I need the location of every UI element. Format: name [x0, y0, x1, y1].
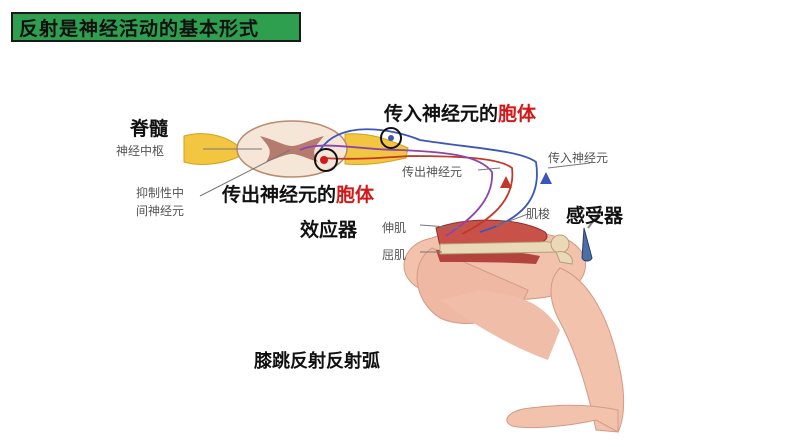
diagram-caption: 膝跳反射反射弧	[254, 351, 380, 372]
foot	[506, 404, 619, 433]
afferent-neuron-label: 传入神经元	[548, 151, 609, 165]
efferent-body-marker	[314, 148, 338, 172]
afferent-body-marker	[380, 127, 402, 149]
interneuron-label-line2: 间神经元	[136, 204, 185, 218]
efferent-neuron-pointer	[477, 167, 501, 171]
reflex-hammer	[581, 227, 593, 262]
leg-illustration	[403, 211, 625, 433]
spindle-label: 肌梭	[526, 207, 551, 221]
efferent-cell-body-label: 传出神经元的胞体	[222, 180, 374, 207]
spindle-pointer	[495, 213, 529, 227]
lower-thigh	[440, 290, 560, 360]
efferent-fiber	[323, 155, 514, 235]
page-title: 反射是神经活动的基本形式	[19, 17, 260, 40]
inter-fiber	[299, 144, 493, 237]
nerve-fibers	[299, 128, 538, 237]
afferent-body-prefix: 传入神经元的	[384, 103, 499, 125]
afferent-fiber	[319, 128, 538, 233]
femur	[439, 241, 559, 255]
afferent-cell-body-label: 传入神经元的胞体	[384, 99, 536, 126]
effector-label: 效应器	[300, 219, 358, 241]
receptor-label: 感受器	[566, 205, 624, 227]
efferent-body-suffix: 胞体	[336, 184, 375, 206]
extensor-pointer	[419, 224, 463, 229]
efferent-body-prefix: 传出神经元的	[222, 184, 337, 206]
flexor-label: 屈肌	[382, 248, 407, 262]
kneecap	[550, 234, 570, 254]
nerve-center-label: 神经中枢	[116, 144, 165, 158]
signal-arrows	[500, 172, 552, 188]
spinal-cord-label: 脊髓	[130, 118, 169, 140]
title-banner: 反射是神经活动的基本形式	[11, 12, 301, 42]
efferent-cell-body	[320, 156, 328, 164]
interneuron-label-line1: 抑制性中	[136, 186, 185, 200]
afferent-neuron-pointer	[547, 162, 591, 169]
efferent-neuron-label: 传出神经元	[402, 165, 463, 179]
grey-matter	[260, 136, 324, 162]
afferent-body-suffix: 胞体	[498, 103, 537, 125]
tibia	[555, 251, 573, 265]
afferent-cell-body	[388, 135, 394, 141]
interneuron-pointer	[199, 149, 291, 197]
extensor-label: 伸肌	[382, 221, 407, 235]
